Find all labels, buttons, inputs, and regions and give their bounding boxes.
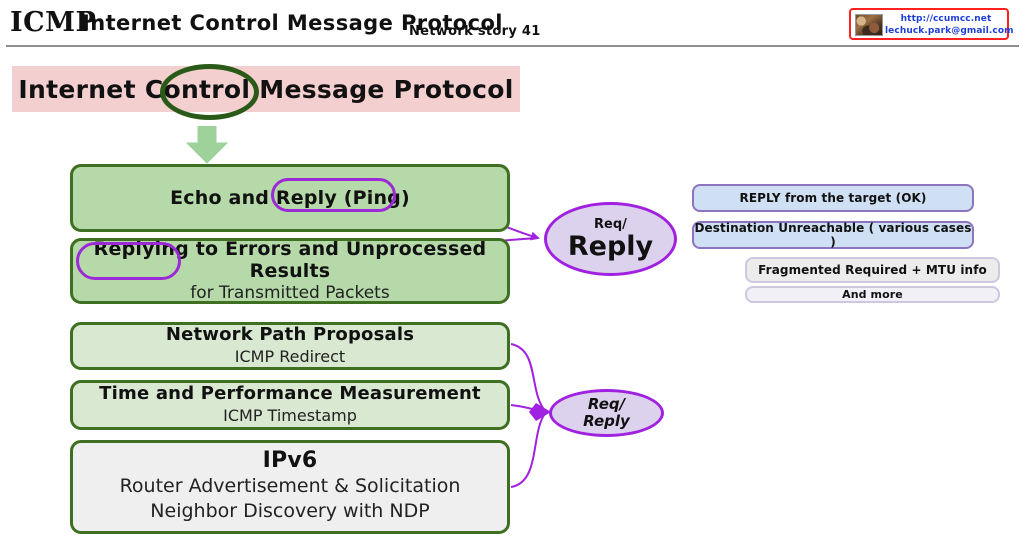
header-subtitle: Network story 41 [409,24,541,39]
control-highlight-oval-icon [160,64,259,120]
ellipse-primary-line1: Req/ [594,217,627,232]
logo-contact-box[interactable]: http://ccumcc.net lechuck.park@gmail.com [849,8,1014,40]
right-item-and-more[interactable]: And more [745,286,1000,303]
box-replying-to-errors[interactable]: Replying to Errors and Unprocessed Resul… [70,238,510,304]
ellipse-req-reply-primary[interactable]: Req/ Reply [544,202,677,276]
box-reply-subtitle: for Transmitted Packets [190,283,390,303]
box-path-title: Network Path Proposals [165,324,415,345]
ellipse-primary-line2: Reply [567,231,654,262]
ellipse-secondary-line2: Reply [583,412,630,430]
down-arrow-icon [185,125,229,164]
box-time-title: Time and Performance Measurement [99,383,481,404]
box-time-and-performance[interactable]: Time and Performance Measurement ICMP Ti… [70,380,510,430]
logo-email[interactable]: lechuck.park@gmail.com [885,26,1014,36]
box-path-subtitle: ICMP Redirect [234,347,346,366]
right-item-fragmented-required[interactable]: Fragmented Required + MTU info [745,257,1000,283]
slide-header: ICMP Internet Control Message Protocol N… [0,0,1023,48]
logo-contact-lines: http://ccumcc.net lechuck.park@gmail.com [885,13,1014,37]
ellipse-secondary-line1: Req/ [587,395,626,413]
box-time-subtitle: ICMP Timestamp [223,406,357,425]
right-item-frag-label: Fragmented Required + MTU info [758,263,987,277]
header-divider [6,45,1019,47]
header-acronym: ICMP [10,7,97,38]
replying-highlight-oval-icon [76,242,181,280]
header-title: Internet Control Message Protocol [82,11,503,35]
right-item-more-label: And more [842,288,903,301]
ping-highlight-oval-icon [271,178,396,212]
right-item-reply-from-target[interactable]: REPLY from the target (OK) [692,184,974,212]
box-ipv6-subtitle: Router Advertisement & Solicitation [119,475,461,497]
box-reply-title: Replying to Errors and Unprocessed Resul… [93,238,487,282]
box-ipv6-subtitle-2: Neighbor Discovery with NDP [150,500,430,522]
title-banner-text: Internet Control Message Protocol [18,74,514,104]
box-ipv6-title: IPv6 [262,448,318,473]
avatar-thumbnail-icon [855,14,883,36]
logo-url[interactable]: http://ccumcc.net [900,14,992,24]
title-banner: Internet Control Message Protocol [12,66,520,112]
box-ipv6[interactable]: IPv6 Router Advertisement & Solicitation… [70,440,510,534]
right-item-reply-label: REPLY from the target (OK) [739,191,927,205]
ellipse-req-reply-secondary[interactable]: Req/ Reply [549,389,664,437]
right-item-destination-unreachable[interactable]: Destination Unreachable ( various cases … [692,221,974,249]
box-network-path-proposals[interactable]: Network Path Proposals ICMP Redirect [70,322,510,370]
right-item-dest-label: Destination Unreachable ( various cases … [694,221,972,249]
